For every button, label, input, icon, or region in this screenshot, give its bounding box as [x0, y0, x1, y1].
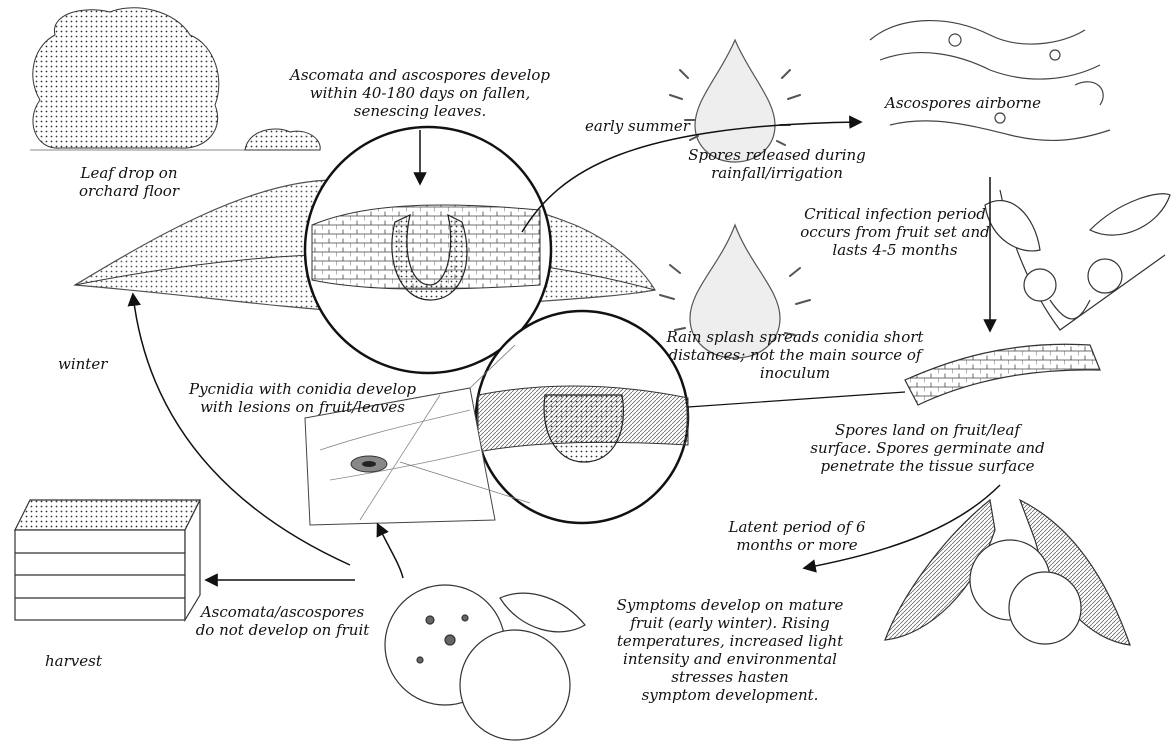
shrub-icon: [245, 129, 320, 150]
arrow-to-pycnidia: [378, 525, 403, 578]
fruit-twig-icon: [985, 190, 1170, 330]
leaf-tissue-icon: [905, 344, 1100, 405]
label-latent-period: Latent period of 6 months or more: [722, 518, 872, 554]
label-ascospores-airborne: Ascospores airborne: [885, 94, 1041, 112]
label-pycnidia: Pycnidia with conidia develop with lesio…: [180, 380, 425, 416]
label-early-summer: early summer: [585, 117, 690, 135]
citrus-fruit-leaves-icon: [885, 500, 1130, 645]
label-spores-released: Spores released during rainfall/irrigati…: [682, 146, 872, 182]
label-spores-land: Spores land on fruit/leaf surface. Spore…: [805, 421, 1050, 475]
label-no-fruit: Ascomata/ascospores do not develop on fr…: [180, 603, 385, 639]
label-ascomata-develop: Ascomata and ascospores develop within 4…: [285, 66, 555, 120]
label-leaf-drop: Leaf drop on orchard floor: [74, 164, 184, 200]
spotted-fruit-icon: [385, 585, 585, 740]
raindrop-splash-icon: [670, 40, 800, 162]
label-critical-infection: Critical infection period occurs from fr…: [795, 205, 995, 259]
label-winter: winter: [58, 355, 107, 373]
label-harvest: harvest: [45, 652, 102, 670]
wind-swirl-icon: [870, 21, 1110, 141]
label-symptoms: Symptoms develop on mature fruit (early …: [595, 596, 865, 704]
pycnidium-cross-section-icon: [476, 311, 688, 523]
harvest-crate-icon: [15, 500, 200, 620]
label-rain-splash: Rain splash spreads conidia short distan…: [660, 328, 930, 382]
